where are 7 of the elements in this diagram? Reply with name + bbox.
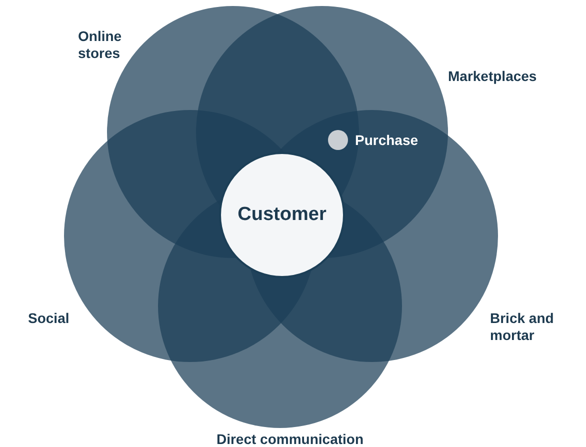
circle-label: Marketplaces [448,68,538,85]
dot-label: Purchase [355,132,420,149]
circle-label: Brick and mortar [490,310,555,344]
center-label: Customer [236,204,328,226]
circle-label: Social [28,310,70,327]
circle-label: Online stores [78,28,123,62]
circle-label: Direct communication [215,431,365,447]
